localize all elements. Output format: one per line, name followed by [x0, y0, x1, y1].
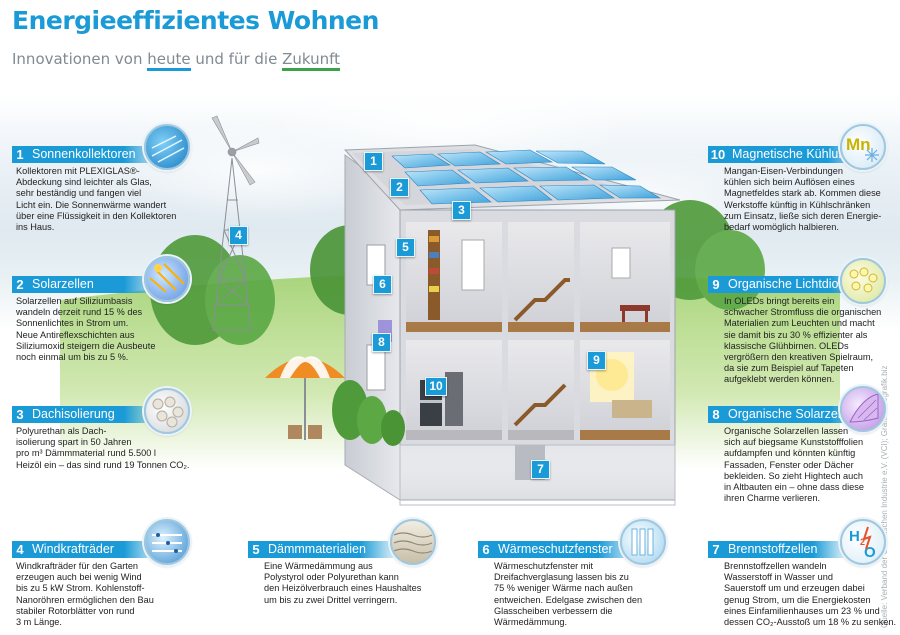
house-marker-1: 1 [364, 152, 383, 171]
solar-panels [391, 149, 662, 205]
callout-number: 5 [248, 541, 264, 558]
subscript-2: 2 [860, 537, 865, 547]
parasol [265, 356, 345, 440]
house-marker-10: 10 [425, 377, 447, 396]
page-title: Energieeffizientes Wohnen [12, 6, 379, 35]
callout-title: Brennstoffzellen [724, 541, 851, 558]
callout-text: Windkrafträder für den Garten erzeugen a… [16, 561, 154, 628]
house-marker-9: 9 [587, 351, 606, 370]
oled-icon [840, 258, 886, 304]
window-glazing-icon [620, 519, 666, 565]
subtitle-text-1: Innovationen von [12, 50, 148, 68]
callout-text: Solarzellen auf Siliziumbasis wandeln de… [16, 296, 156, 363]
callout-text: Kollektoren mit PLEXIGLAS®- Abdeckung si… [16, 166, 177, 233]
house-marker-4: 4 [229, 226, 248, 245]
callout-title: Organische Solarzellen [724, 406, 876, 423]
house-marker-7: 7 [531, 460, 550, 479]
callout-number: 9 [708, 276, 724, 293]
callout-title: Windkrafträder [28, 541, 165, 558]
subtitle-highlight-heute: heute [147, 50, 191, 71]
magnetic-cooling-icon: Mn [840, 124, 886, 170]
callout-title: Dämmmaterialien [264, 541, 401, 558]
h-letter: H [849, 528, 860, 545]
callout-number: 1 [12, 146, 28, 163]
house-marker-5: 5 [396, 238, 415, 257]
wind-turbine-icon [144, 519, 190, 565]
callout-text: Organische Solarzellen lassen sich auf b… [724, 426, 864, 504]
callout-title: Solarzellen [28, 276, 165, 293]
callout-title: Wärmeschutzfenster [494, 541, 643, 558]
solar-cell-icon [144, 256, 190, 302]
callout-number: 2 [12, 276, 28, 293]
organic-solar-cell-icon [840, 386, 886, 432]
page-subtitle: Innovationen von heute und für die Zukun… [12, 50, 341, 71]
house-marker-6: 6 [373, 275, 392, 294]
rotor [211, 115, 260, 186]
callout-text: In OLEDs bringt bereits ein schwacher St… [724, 296, 882, 385]
callout-text: Polyurethan als Dach- isolierung spart i… [16, 426, 190, 470]
insulation-material-icon [390, 519, 436, 565]
callout-number: 10 [708, 146, 728, 163]
callout-title: Dachisolierung [28, 406, 165, 423]
mn-symbol: Mn [846, 135, 871, 154]
solar-collector-icon [144, 124, 190, 170]
callout-number: 3 [12, 406, 28, 423]
callout-number: 7 [708, 541, 724, 558]
callout-text: Eine Wärmedämmung aus Polystyrol oder Po… [264, 561, 422, 605]
house-marker-3: 3 [452, 201, 471, 220]
subtitle-text-2: und für die [190, 50, 283, 68]
roof-insulation-icon [144, 388, 190, 434]
callout-text: Mangan-Eisen-Verbindungen kühlen sich be… [724, 166, 882, 233]
callout-number: 6 [478, 541, 494, 558]
rooms [406, 222, 670, 440]
callout-number: 8 [708, 406, 724, 423]
house-marker-8: 8 [372, 333, 391, 352]
house-marker-2: 2 [390, 178, 409, 197]
callout-number: 4 [12, 541, 28, 558]
callout-title: Sonnenkollektoren [28, 146, 165, 163]
fuel-cell-icon: H 2 O [840, 519, 886, 565]
callout-title: Magnetische Kühlung [728, 146, 870, 163]
callout-text: Wärmeschutzfenster mit Dreifachverglasun… [494, 561, 643, 628]
subtitle-highlight-zukunft: Zukunft [282, 50, 341, 71]
callout-title: Organische Lichtdioden [724, 276, 876, 293]
callout-text: Brennstoffzellen wandeln Wasserstoff in … [724, 561, 897, 628]
